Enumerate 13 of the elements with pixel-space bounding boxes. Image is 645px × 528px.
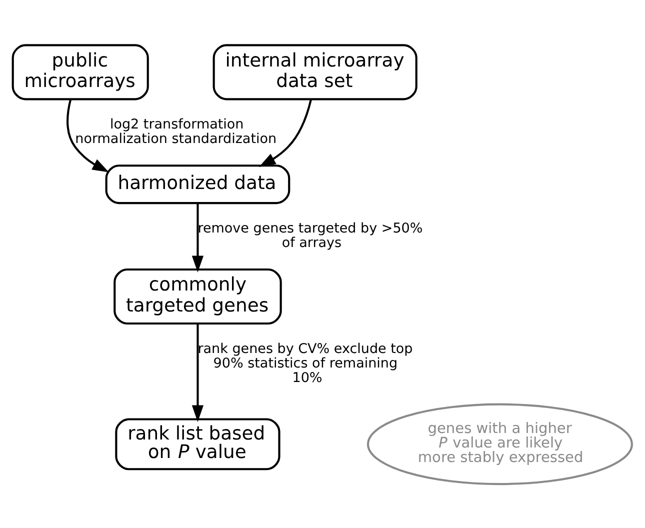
edge-label: remove genes targeted by >50% of arrays xyxy=(198,220,423,251)
edge-label: rank genes by CV% exclude top 90% statistics of remaining 10% xyxy=(198,340,413,386)
node-box: public microarrays xyxy=(12,44,149,100)
node-ellipse: genes with a higher P value are likely more stably expressed xyxy=(366,402,633,485)
node-box: harmonized data xyxy=(105,164,290,204)
node-box: rank list based on P value xyxy=(115,418,280,470)
node-box: commonly targeted genes xyxy=(114,268,282,324)
edge-label: log2 transformation normalization standardization xyxy=(75,116,277,147)
node-box: internal microarray data set xyxy=(212,44,418,100)
arrow xyxy=(66,98,109,172)
arrow xyxy=(192,323,204,422)
arrow xyxy=(192,202,204,272)
arrow xyxy=(258,98,312,167)
